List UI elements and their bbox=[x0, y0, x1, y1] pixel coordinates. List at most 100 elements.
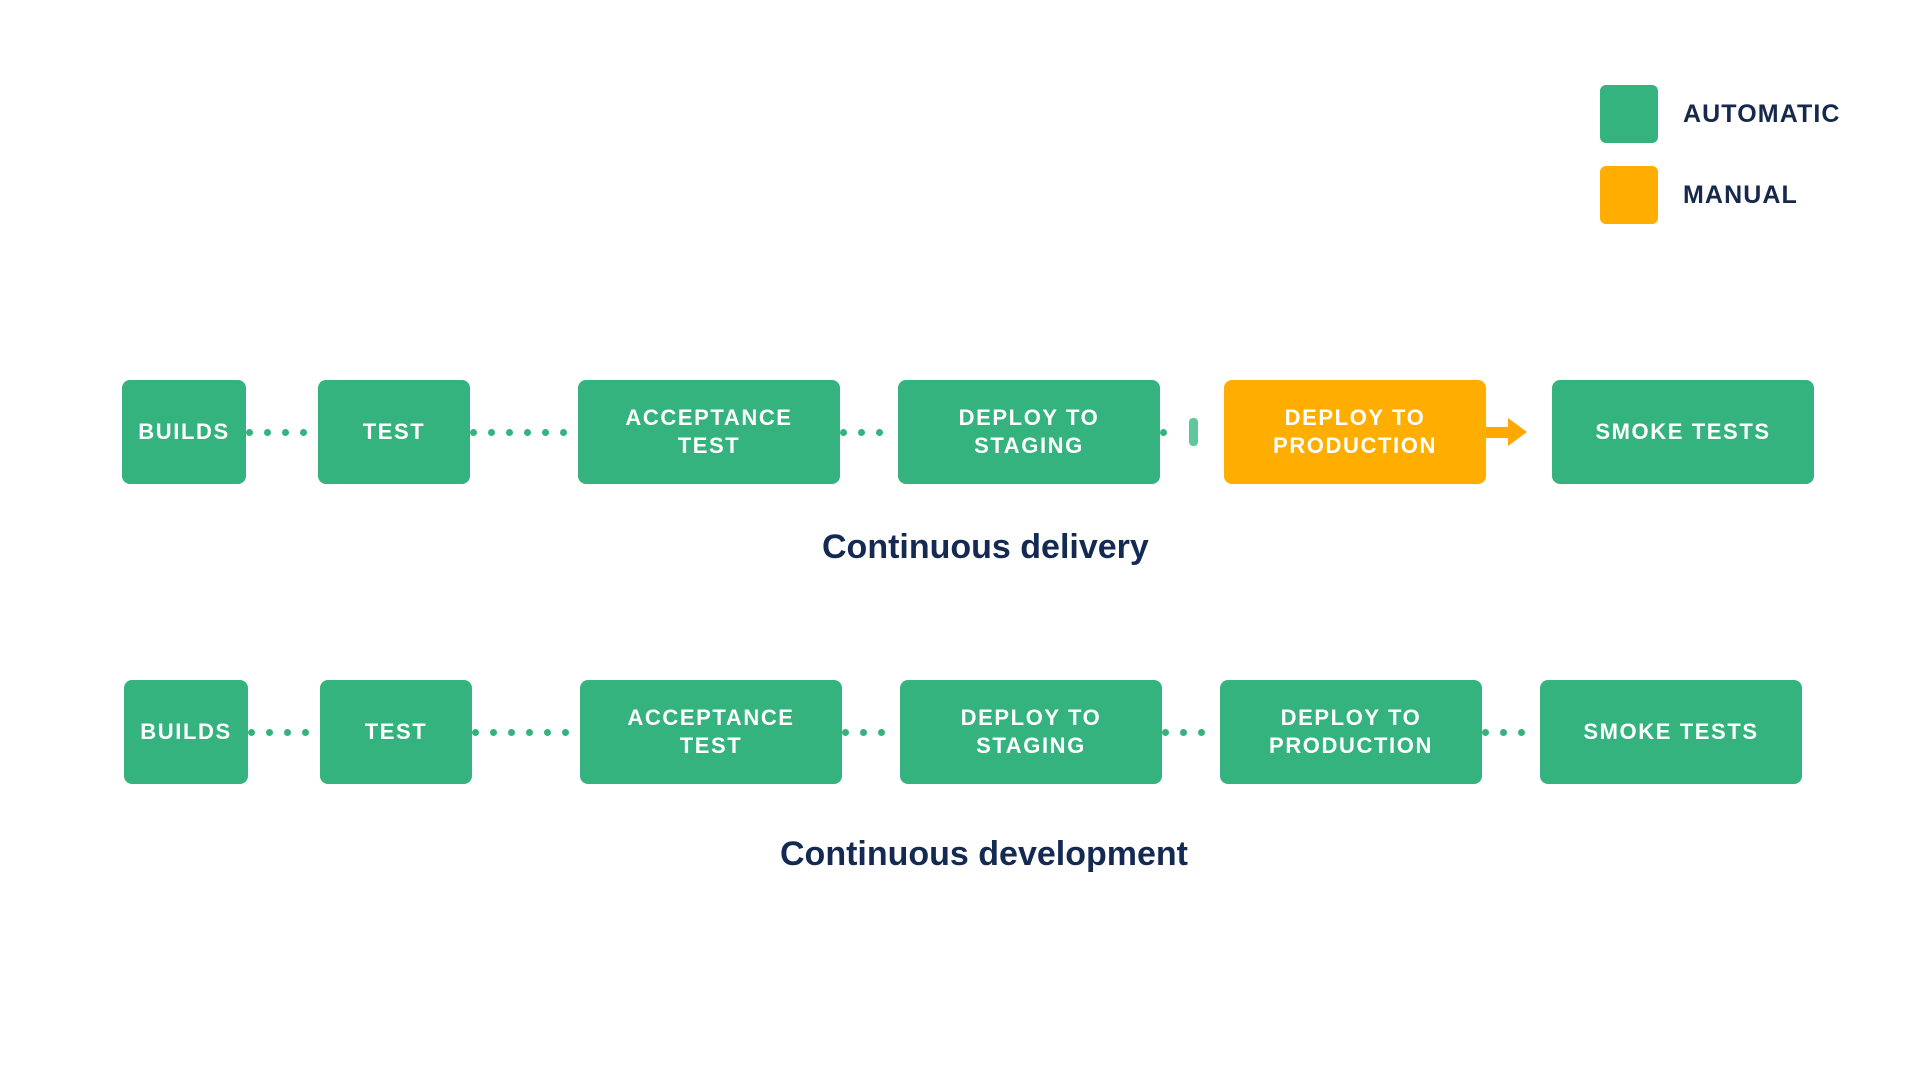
stage-label: SMOKE TESTS bbox=[1583, 719, 1759, 745]
stage-deploy-to-production[interactable]: DEPLOY TO PRODUCTION bbox=[1224, 380, 1486, 484]
arrow-head bbox=[1508, 418, 1527, 446]
stage-label-line2: TEST bbox=[677, 433, 741, 458]
stage-smoke-tests[interactable]: SMOKE TESTS bbox=[1540, 680, 1802, 784]
stage-label: BUILDS bbox=[140, 719, 232, 745]
arrow-right-icon bbox=[1486, 418, 1552, 446]
stage-label: SMOKE TESTS bbox=[1595, 419, 1771, 445]
manual-swatch bbox=[1600, 166, 1658, 224]
stage-label: TEST bbox=[362, 419, 426, 445]
stage-builds[interactable]: BUILDS bbox=[124, 680, 248, 784]
dotted-line bbox=[472, 728, 580, 736]
connector-dot bbox=[1500, 728, 1507, 736]
connector-dot bbox=[858, 428, 865, 436]
stage-label-line1: DEPLOY TO bbox=[958, 405, 1100, 431]
connector-dot bbox=[472, 728, 479, 736]
dotted-line bbox=[1482, 728, 1540, 736]
connector-dot bbox=[508, 728, 515, 736]
connector-dot bbox=[562, 728, 569, 736]
stage-label-line1: DEPLOY TO bbox=[960, 705, 1102, 731]
connector-dot bbox=[544, 728, 551, 736]
stage-label: DEPLOY TO STAGING bbox=[959, 404, 1100, 460]
connector-dot bbox=[506, 428, 513, 436]
connector-builds-test bbox=[248, 680, 320, 784]
caption-continuous-development: Continuous development bbox=[780, 835, 1188, 873]
connector-dot bbox=[1482, 728, 1489, 736]
manual-gate-bar bbox=[1189, 418, 1198, 446]
stage-smoke-tests[interactable]: SMOKE TESTS bbox=[1552, 380, 1814, 484]
connector-production-smoke bbox=[1486, 380, 1552, 484]
stage-test[interactable]: TEST bbox=[318, 380, 470, 484]
stage-label: DEPLOY TO PRODUCTION bbox=[1269, 704, 1433, 760]
connector-dot bbox=[1162, 728, 1169, 736]
stage-label: DEPLOY TO STAGING bbox=[961, 704, 1102, 760]
connector-dot bbox=[876, 428, 883, 436]
connector-dot bbox=[266, 728, 273, 736]
connector-test-acceptance bbox=[470, 380, 578, 484]
stage-label-line2: PRODUCTION bbox=[1269, 733, 1433, 758]
dotted-line-gate bbox=[1160, 418, 1224, 446]
stage-label-line2: TEST bbox=[679, 733, 743, 758]
automatic-swatch bbox=[1600, 85, 1658, 143]
legend: AUTOMATIC MANUAL bbox=[1600, 85, 1841, 247]
dotted-line bbox=[842, 728, 900, 736]
legend-item-manual: MANUAL bbox=[1600, 166, 1841, 224]
connector-dot bbox=[470, 428, 477, 436]
connector-dot bbox=[1198, 728, 1205, 736]
connector-dot bbox=[842, 728, 849, 736]
connector-dot bbox=[526, 728, 533, 736]
stage-label-line2: PRODUCTION bbox=[1273, 433, 1437, 458]
connector-dot bbox=[282, 428, 289, 436]
connector-dot bbox=[488, 428, 495, 436]
stage-label-line2: STAGING bbox=[974, 433, 1084, 458]
legend-label-automatic: AUTOMATIC bbox=[1683, 99, 1841, 128]
connector-staging-production bbox=[1162, 680, 1220, 784]
connector-dot bbox=[560, 428, 567, 436]
caption-continuous-delivery: Continuous delivery bbox=[822, 528, 1149, 566]
arrow-shaft bbox=[1486, 426, 1508, 438]
connector-production-smoke bbox=[1482, 680, 1540, 784]
stage-label: DEPLOY TO PRODUCTION bbox=[1273, 404, 1437, 460]
connector-dot bbox=[1160, 428, 1167, 436]
stage-label: BUILDS bbox=[138, 419, 230, 445]
stage-deploy-to-staging[interactable]: DEPLOY TO STAGING bbox=[900, 680, 1162, 784]
pipeline-continuous-development: BUILDS TEST ACCEP bbox=[124, 680, 1802, 784]
connector-dot bbox=[840, 428, 847, 436]
dotted-line bbox=[470, 428, 578, 436]
connector-dot bbox=[302, 728, 309, 736]
connector-dot bbox=[1180, 728, 1187, 736]
connector-dot bbox=[1518, 728, 1525, 736]
connector-acceptance-staging bbox=[840, 380, 898, 484]
stage-label: TEST bbox=[364, 719, 428, 745]
connector-dot bbox=[300, 428, 307, 436]
connector-builds-test bbox=[246, 380, 318, 484]
stage-label-line2: STAGING bbox=[976, 733, 1086, 758]
stage-acceptance-test[interactable]: ACCEPTANCE TEST bbox=[578, 380, 840, 484]
stage-test[interactable]: TEST bbox=[320, 680, 472, 784]
stage-deploy-to-staging[interactable]: DEPLOY TO STAGING bbox=[898, 380, 1160, 484]
stage-label: ACCEPTANCE TEST bbox=[625, 404, 792, 460]
stage-label-line1: ACCEPTANCE bbox=[625, 405, 793, 431]
stage-label-line1: DEPLOY TO bbox=[1284, 405, 1426, 431]
stage-label-line1: DEPLOY TO bbox=[1280, 705, 1422, 731]
connector-dot bbox=[246, 428, 253, 436]
dotted-line bbox=[248, 728, 320, 736]
legend-label-manual: MANUAL bbox=[1683, 180, 1798, 209]
stage-deploy-to-production[interactable]: DEPLOY TO PRODUCTION bbox=[1220, 680, 1482, 784]
connector-dot bbox=[860, 728, 867, 736]
stage-builds[interactable]: BUILDS bbox=[122, 380, 246, 484]
legend-item-automatic: AUTOMATIC bbox=[1600, 85, 1841, 143]
stage-acceptance-test[interactable]: ACCEPTANCE TEST bbox=[580, 680, 842, 784]
connector-dot bbox=[248, 728, 255, 736]
connector-dot bbox=[878, 728, 885, 736]
connector-staging-production-gate bbox=[1160, 380, 1224, 484]
connector-acceptance-staging bbox=[842, 680, 900, 784]
pipeline-continuous-delivery: BUILDS TEST ACCEP bbox=[122, 380, 1814, 484]
stage-label-line1: ACCEPTANCE bbox=[627, 705, 795, 731]
dotted-line bbox=[1162, 728, 1220, 736]
connector-dot bbox=[284, 728, 291, 736]
stage-label: ACCEPTANCE TEST bbox=[627, 704, 794, 760]
dotted-line bbox=[840, 428, 898, 436]
connector-dot bbox=[490, 728, 497, 736]
connector-dot bbox=[542, 428, 549, 436]
